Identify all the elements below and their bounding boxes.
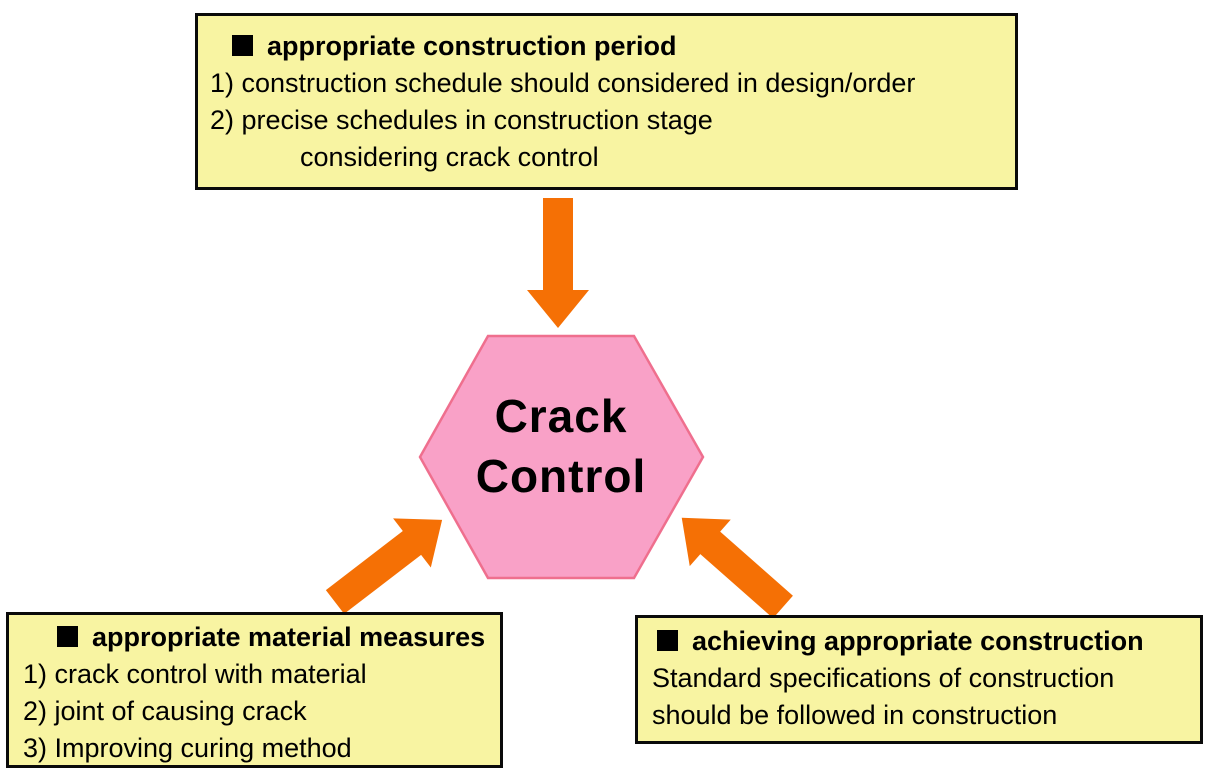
crack-control-hexagon [418, 334, 705, 580]
bullet-square-icon [657, 630, 678, 651]
box-construction-period: appropriate construction period 1) const… [195, 13, 1018, 190]
hexagon-label-line1: Crack [495, 390, 628, 442]
down-arrow-icon [527, 198, 589, 328]
bullet-square-icon [232, 35, 253, 56]
box-material-measures: appropriate material measures 1) crack c… [6, 612, 503, 768]
bullet-square-icon [57, 626, 78, 647]
box-line: should be followed in construction [652, 700, 1058, 730]
hexagon-label-line2: Control [476, 450, 647, 502]
box-appropriate-construction: achieving appropriate construction Stand… [635, 615, 1203, 744]
up-left-arrow-icon [681, 517, 793, 619]
box-line: 2) joint of causing crack [23, 696, 307, 726]
box-construction-period-title: appropriate construction period [210, 28, 1005, 65]
box-line: Standard specifications of construction [652, 663, 1115, 693]
box-line: 3) Improving curing method [23, 733, 352, 763]
box-line: 2) precise schedules in construction sta… [210, 105, 713, 135]
box-title-text: appropriate material measures [92, 622, 486, 652]
box-line: considering crack control [300, 142, 599, 172]
box-material-measures-title: appropriate material measures [23, 619, 490, 656]
box-title-text: achieving appropriate construction [692, 626, 1144, 656]
box-title-text: appropriate construction period [267, 31, 677, 61]
box-line: 1) crack control with material [23, 659, 367, 689]
up-right-arrow-icon [325, 518, 443, 614]
box-appropriate-construction-title: achieving appropriate construction [652, 623, 1190, 660]
box-line: 1) construction schedule should consider… [210, 68, 916, 98]
